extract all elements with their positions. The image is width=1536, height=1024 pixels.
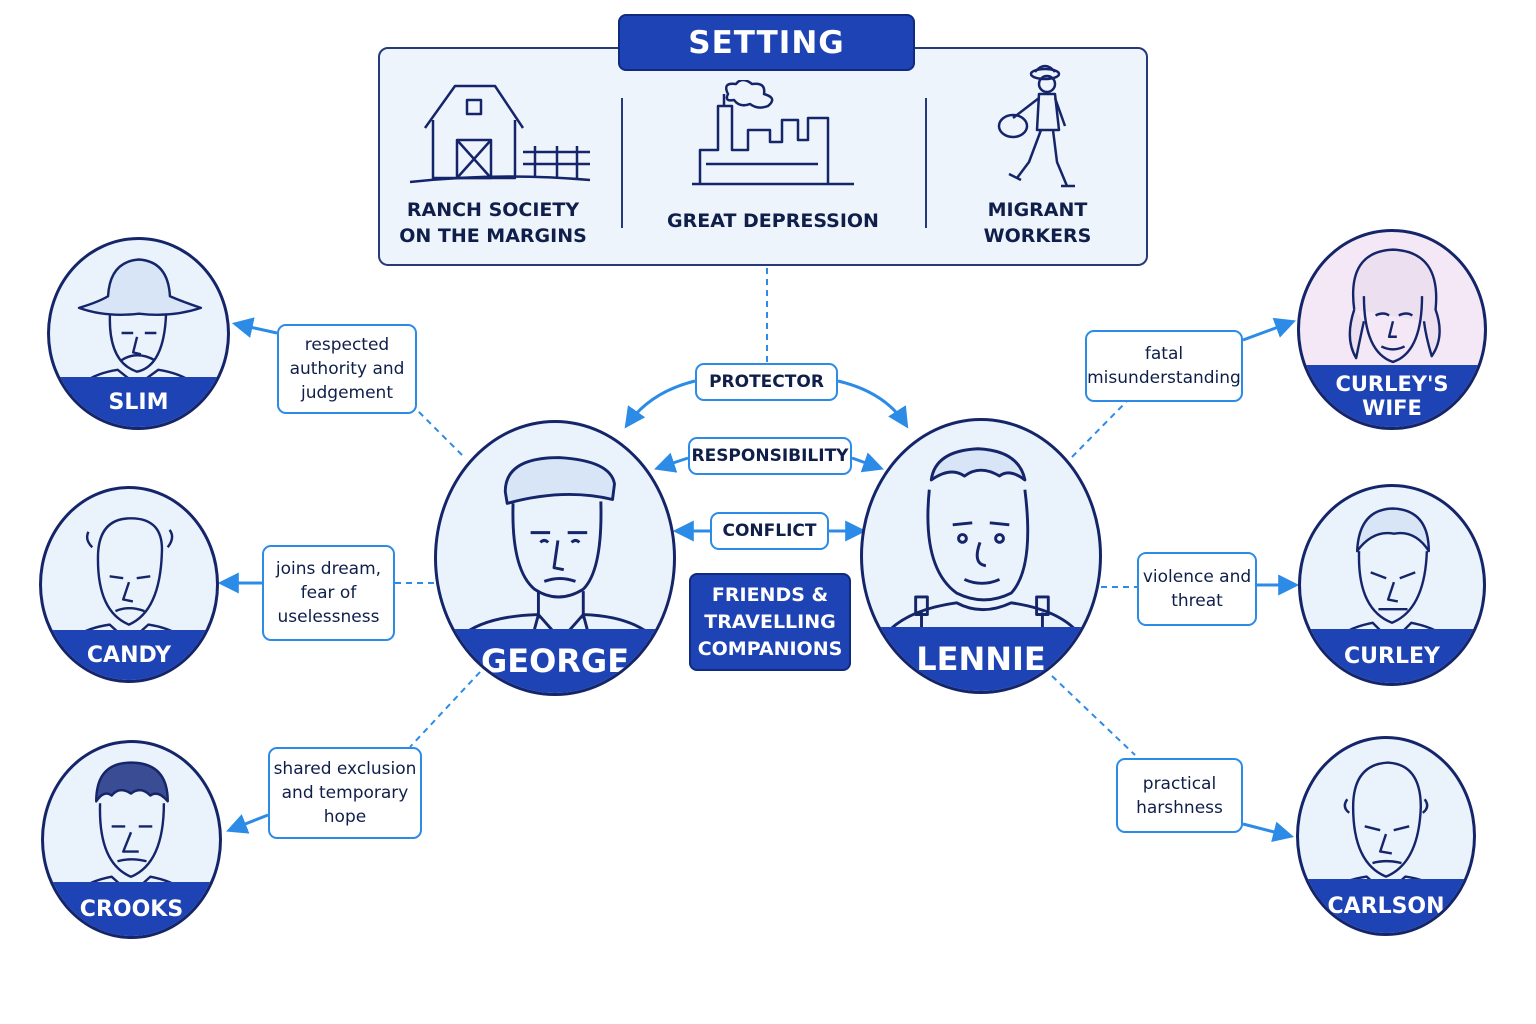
carlson-arrow <box>1242 821 1295 843</box>
candy-name: CANDY <box>86 642 172 668</box>
curley-name-band: CURLEY <box>1301 629 1483 683</box>
candy-portrait: CANDY <box>39 486 219 683</box>
slim-name-band: SLIM <box>50 377 227 427</box>
setting-depression-label: GREAT DEPRESSION <box>667 210 879 232</box>
slim-portrait: SLIM <box>47 237 230 430</box>
setting-divider-1 <box>621 98 623 228</box>
lennie-name-band: LENNIE <box>863 627 1099 691</box>
slim-arrow <box>231 317 278 338</box>
barn-icon <box>409 84 591 184</box>
carlson-portrait: CARLSON <box>1296 736 1476 936</box>
crooks-name-band: CROOKS <box>44 882 219 936</box>
setting-title: SETTING <box>618 14 915 71</box>
protector-pill: PROTECTOR <box>695 363 838 401</box>
conflict-pill: CONFLICT <box>710 512 829 550</box>
protector-arrow-right <box>837 379 909 429</box>
candy-name-band: CANDY <box>42 630 216 680</box>
setting-divider-2 <box>925 98 927 228</box>
responsibility-arrow-left <box>654 452 689 473</box>
carlson-name: CARLSON <box>1327 893 1445 919</box>
crooks-arrow <box>226 813 269 834</box>
responsibility-pill: RESPONSIBILITY <box>688 437 852 475</box>
crooks-portrait: CROOKS <box>41 740 222 939</box>
curley-name: CURLEY <box>1344 643 1440 669</box>
carlson-name-band: CARLSON <box>1299 879 1473 933</box>
slim-name: SLIM <box>108 389 169 415</box>
crooks-name: CROOKS <box>79 896 184 922</box>
lennie-name: LENNIE <box>916 640 1046 678</box>
protector-arrow-left <box>624 379 696 429</box>
curley-portrait: CURLEY <box>1298 484 1486 686</box>
responsibility-arrow-right <box>851 452 884 473</box>
george-name: GEORGE <box>480 642 630 680</box>
curleys-wife-arrow <box>1242 317 1296 342</box>
lennie-portrait: LENNIE <box>860 418 1102 694</box>
setting-panel <box>378 47 1148 266</box>
george-portrait: GEORGE <box>434 420 676 696</box>
walking-worker-icon <box>997 64 1075 188</box>
george-name-band: GEORGE <box>437 629 673 693</box>
factory-icon <box>692 80 854 186</box>
